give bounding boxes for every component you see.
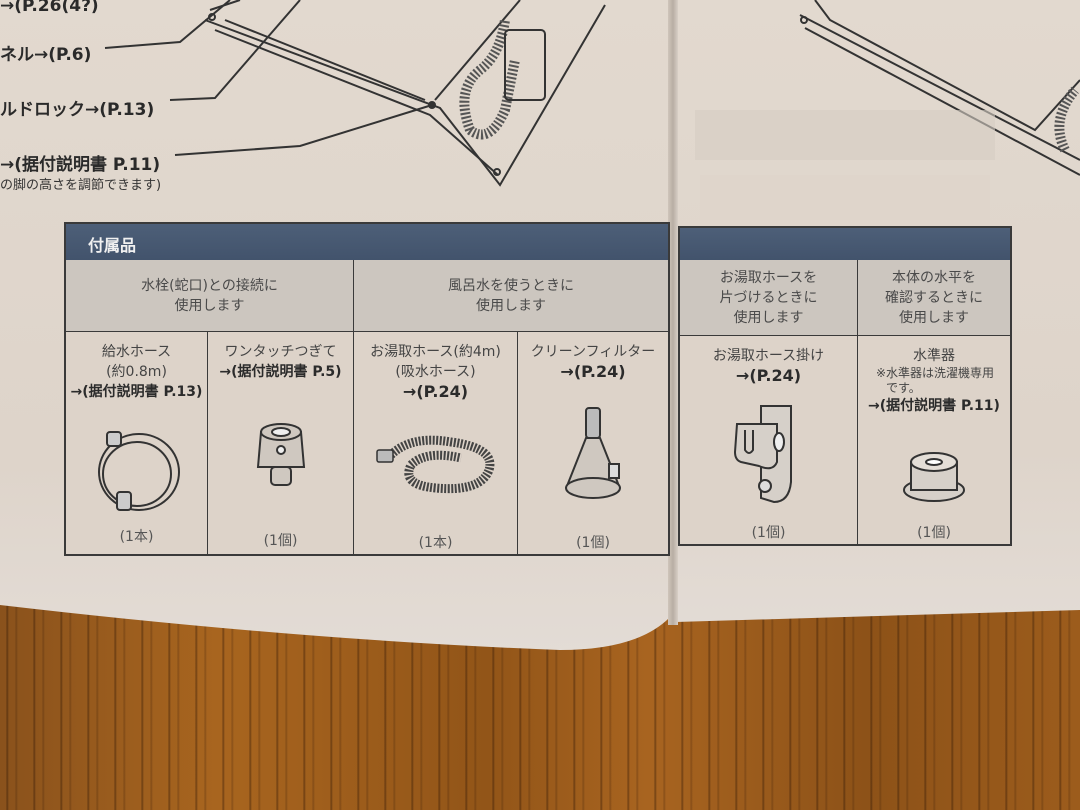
callout-text: ネル→(P.6)	[0, 45, 92, 65]
category-label: 片づけるときに	[719, 289, 818, 306]
item-page-reference: →(据付説明書 P.11)	[868, 398, 1000, 414]
accessory-hose-hanger: お湯取ホース掛け →(P.24) (1個)	[680, 336, 858, 544]
washing-machine-base-illustration	[104, 0, 1080, 220]
callout-text: →(P.26(4?)	[0, 0, 99, 16]
water-supply-hose-icon	[97, 431, 180, 511]
book-gutter	[668, 0, 678, 625]
accessory-one-touch-joint: ワンタッチつぎて →(据付説明書 P.5) (1個)	[208, 332, 354, 554]
callout-text: ルドロック→(P.13)	[0, 100, 155, 120]
item-quantity: (1個)	[751, 525, 786, 541]
callout-text: →(据付説明書 P.11)	[0, 155, 161, 175]
item-page-reference: →(据付説明書 P.5)	[219, 364, 342, 380]
item-name: お湯取ホース掛け	[712, 348, 825, 364]
category-label: 風呂水を使うときに	[448, 277, 574, 294]
item-quantity: (1個)	[917, 525, 951, 541]
accessory-bath-water-hose: お湯取ホース(約4m) (吸水ホース) →(P.24) (1本)	[354, 332, 518, 554]
category-label: 確認するときに	[885, 289, 983, 306]
category-level-check: 本体の水平を 確認するときに 使用します	[858, 260, 1010, 336]
accessories-table-right: お湯取ホースを 片づけるときに 使用します 本体の水平を 確認するときに 使用し…	[678, 226, 1012, 546]
category-faucet-connection: 水栓(蛇口)との接続に 使用します	[66, 260, 354, 332]
callout-subtext: の脚の高さを調節できます)	[0, 178, 162, 193]
clean-filter-icon	[565, 407, 621, 499]
hose-hanger-icon	[733, 405, 792, 504]
item-page-reference: →(P.24)	[560, 362, 626, 381]
accessory-clean-filter: クリーンフィルター →(P.24) (1個)	[518, 332, 668, 554]
item-page-reference: →(据付説明書 P.13)	[70, 384, 203, 400]
category-label: 水栓(蛇口)との接続に	[141, 277, 278, 294]
accessory-spirit-level: 水準器 ※水準器は洗濯機専用 です。 →(据付説明書 P.11) (1個)	[858, 336, 1010, 544]
item-quantity: (1本)	[418, 535, 453, 551]
category-label: 使用します	[174, 297, 245, 314]
item-name: お湯取ホース(約4m)	[370, 344, 501, 360]
category-bath-water: 風呂水を使うときに 使用します	[354, 260, 668, 332]
item-note: ※水準器は洗濯機専用	[876, 366, 995, 380]
accessories-table-left: 付属品 水栓(蛇口)との接続に 使用します 風呂水を使うときに 使用します 給水…	[64, 222, 670, 556]
item-name: 給水ホース	[101, 344, 172, 360]
bath-water-hose-icon	[375, 435, 494, 494]
item-quantity: (1個)	[263, 533, 298, 549]
accessories-title: 付属品	[66, 224, 668, 260]
item-name: ワンタッチつぎて	[224, 344, 337, 360]
accessory-water-supply-hose: 給水ホース (約0.8m) →(据付説明書 P.13) (1本)	[66, 332, 208, 554]
item-note: です。	[886, 381, 921, 395]
spirit-level-icon	[903, 452, 965, 502]
item-quantity: (1個)	[576, 535, 610, 551]
item-quantity: (1本)	[119, 529, 154, 545]
category-label: 使用します	[899, 309, 969, 326]
item-sub: (吸水ホース)	[395, 364, 476, 380]
item-name: 水準器	[913, 348, 955, 364]
category-label: 使用します	[733, 309, 804, 326]
category-label: 本体の水平を	[892, 269, 976, 286]
item-page-reference: →(P.24)	[402, 382, 469, 401]
item-name: クリーンフィルター	[530, 344, 656, 360]
category-label: 使用します	[476, 297, 546, 314]
one-touch-joint-icon	[256, 423, 305, 486]
category-label: お湯取ホースを	[719, 269, 818, 286]
category-hose-storage: お湯取ホースを 片づけるときに 使用します	[680, 260, 858, 336]
item-sub: (約0.8m)	[106, 364, 167, 380]
table-header-bar	[680, 228, 1010, 260]
item-page-reference: →(P.24)	[735, 366, 802, 385]
